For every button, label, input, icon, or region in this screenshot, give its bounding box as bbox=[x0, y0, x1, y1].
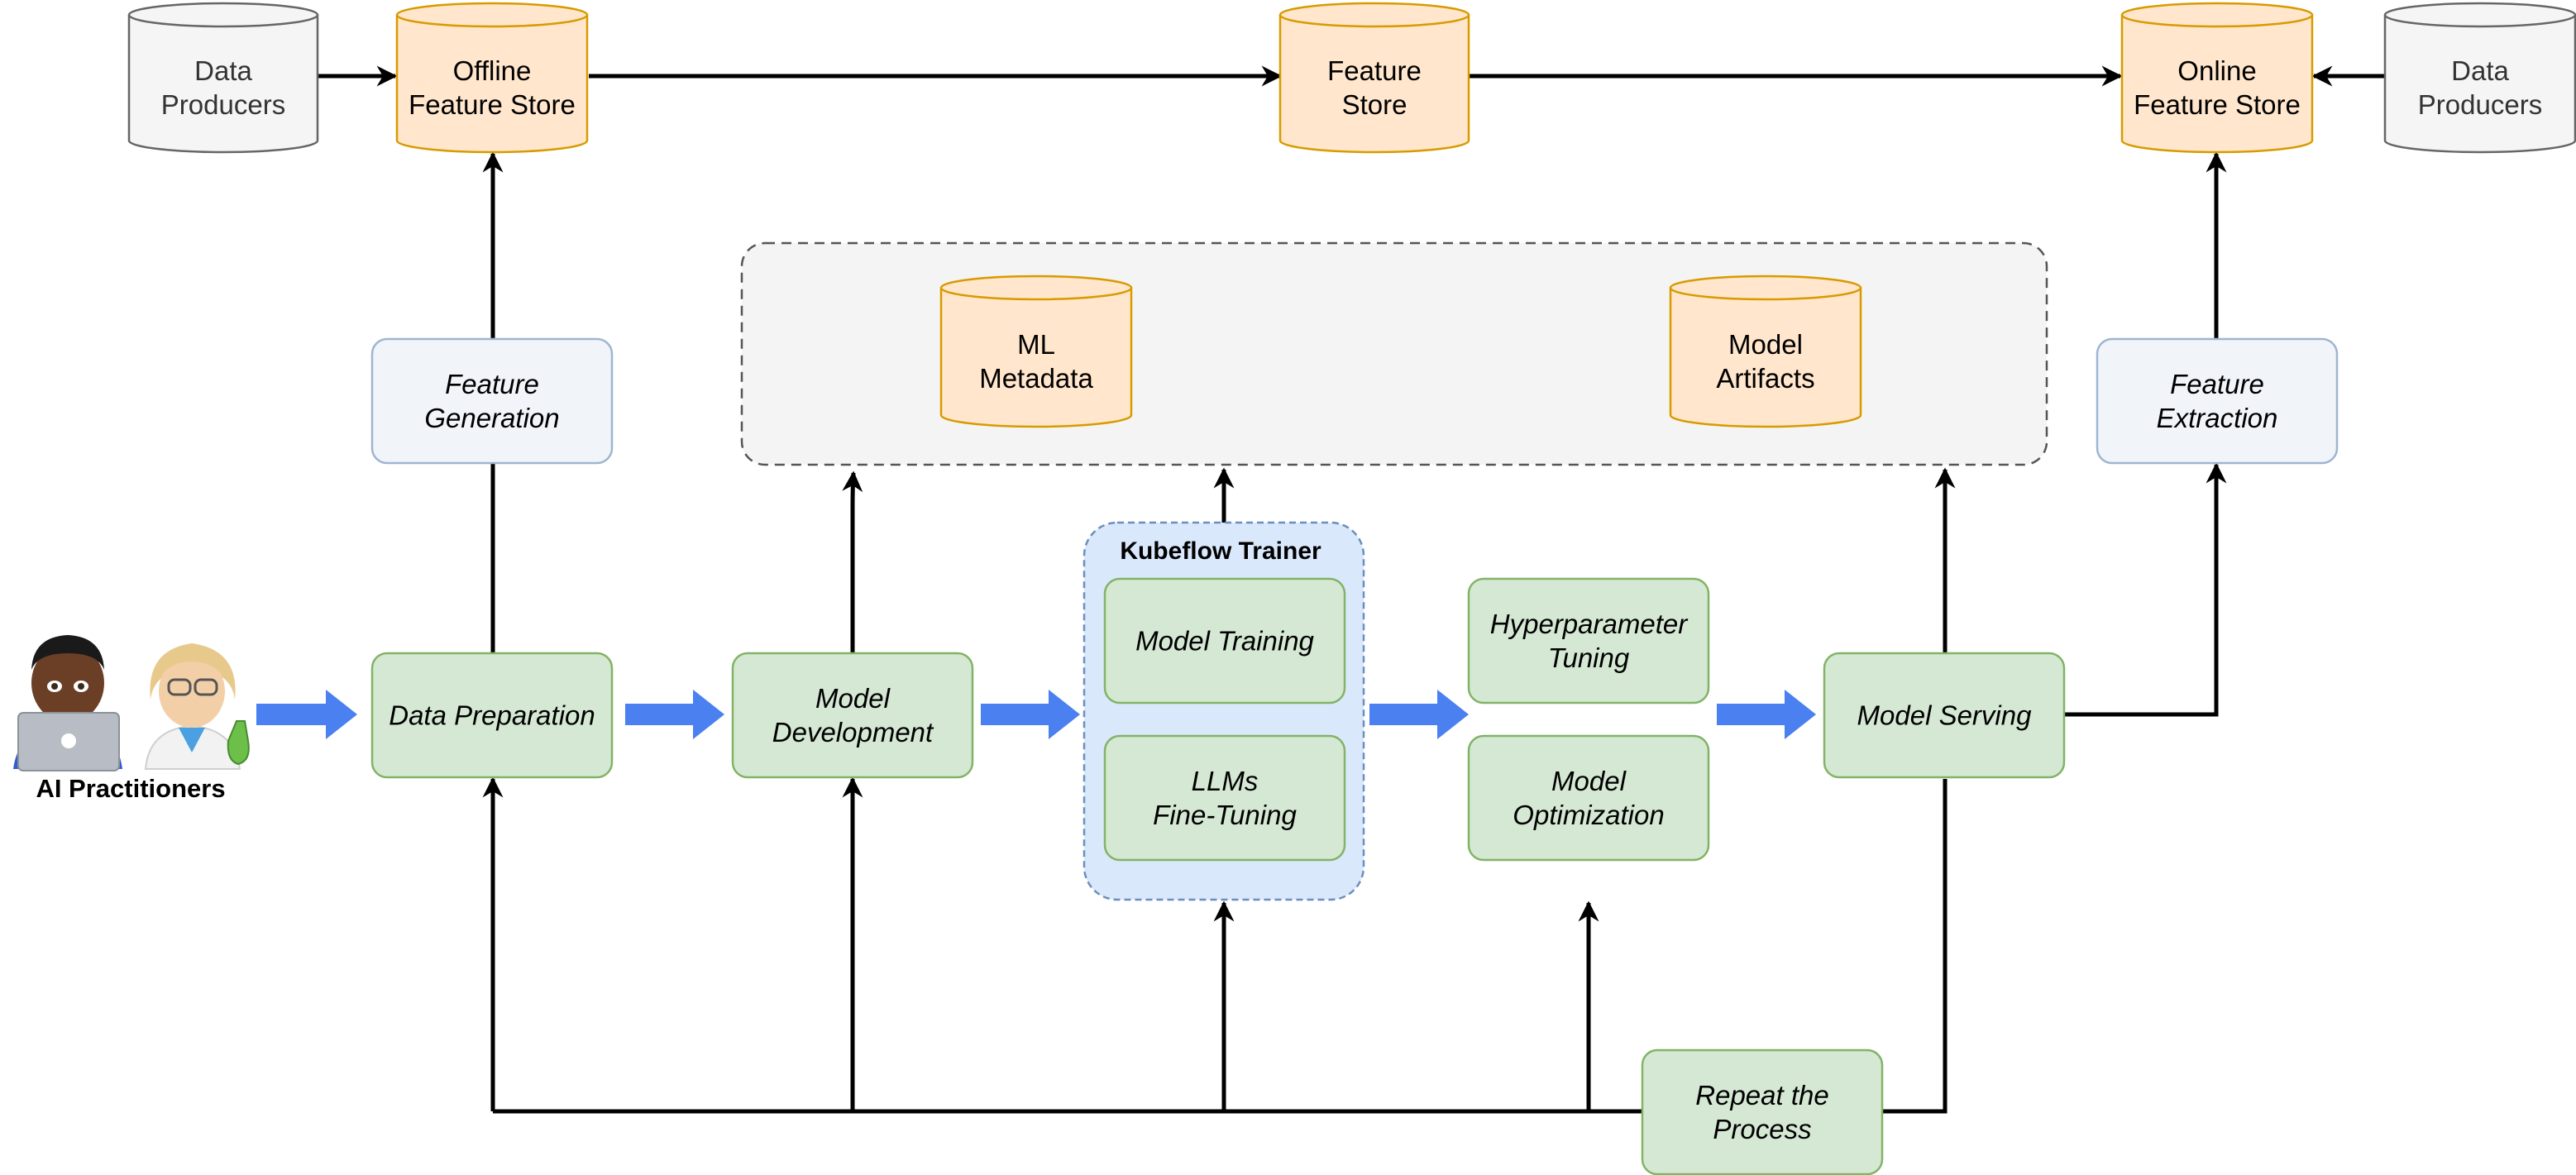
connector-serving-to-repeat bbox=[1881, 779, 1948, 1114]
ml-metadata-label-line: ML bbox=[1017, 329, 1055, 360]
data-preparation-label-line: Data Preparation bbox=[389, 700, 595, 731]
connectors bbox=[318, 65, 2385, 1114]
llms-fine-tuning-label-line: LLMs bbox=[1192, 766, 1259, 796]
llms-fine-tuning-label-line: Fine-Tuning bbox=[1153, 800, 1297, 830]
model-development-label-line: Model bbox=[815, 683, 891, 714]
model-serving-box: Model Serving bbox=[1823, 652, 2066, 779]
model-training-box: Model Training bbox=[1103, 577, 1346, 705]
model-development-label-line: Development bbox=[772, 717, 934, 748]
kubeflow-trainer-title: Kubeflow Trainer bbox=[1120, 537, 1321, 565]
online-feature-store-label-line: Online bbox=[2177, 55, 2256, 86]
data-producers-left-label-line: Producers bbox=[161, 89, 285, 120]
ml-metadata-label-line: Metadata bbox=[979, 363, 1093, 394]
flow-arrow-practitioners-to-prep bbox=[256, 690, 357, 739]
flow-arrows bbox=[256, 690, 1816, 739]
ai-practitioners-label: AI Practitioners bbox=[36, 774, 225, 803]
data-preparation-box: Data Preparation bbox=[370, 652, 614, 779]
flow-arrow-dev-to-trainer bbox=[981, 690, 1080, 739]
model-training-label-line: Model Training bbox=[1135, 626, 1314, 657]
flow-arrow-trainer-to-tuning bbox=[1369, 690, 1469, 739]
feature-generation-label-line: Generation bbox=[424, 403, 559, 433]
online-feature-store-label-line: Feature Store bbox=[2134, 89, 2301, 120]
model-artifacts-label-line: Model bbox=[1728, 329, 1803, 360]
feature-extraction-label-line: Feature bbox=[2170, 369, 2264, 399]
ai-practitioners: AI Practitioners bbox=[13, 635, 250, 803]
scientist-emoji-icon bbox=[144, 643, 250, 770]
feature-generation-label-line: Feature bbox=[445, 369, 539, 399]
offline-feature-store-label-line: Feature Store bbox=[409, 89, 576, 120]
hyperparameter-tuning-label-line: Hyperparameter bbox=[1490, 609, 1689, 639]
model-serving-label-line: Model Serving bbox=[1857, 700, 2033, 731]
feature-extraction-label-line: Extraction bbox=[2157, 403, 2278, 433]
data-producers-left-label-line: Data bbox=[194, 55, 252, 86]
data-producers-right-label-line: Producers bbox=[2418, 89, 2542, 120]
model-optimization-label-line: Model bbox=[1551, 766, 1627, 796]
model-optimization-label-line: Optimization bbox=[1513, 800, 1664, 830]
connector-serving-to-feature-extraction bbox=[2064, 462, 2227, 717]
flow-arrow-tuning-to-serving bbox=[1717, 690, 1816, 739]
data-producers-right-label-line: Data bbox=[2451, 55, 2509, 86]
model-artifacts-label-line: Artifacts bbox=[1716, 363, 1814, 394]
flow-arrow-prep-to-dev bbox=[625, 690, 724, 739]
repeat-the-process-label-line: Process bbox=[1713, 1114, 1811, 1144]
developer-emoji-icon bbox=[13, 635, 122, 771]
hyperparameter-tuning-label-line: Tuning bbox=[1548, 642, 1630, 673]
repeat-the-process-label-line: Repeat the bbox=[1695, 1080, 1828, 1111]
feature-store-label-line: Store bbox=[1342, 89, 1407, 120]
offline-feature-store-label-line: Offline bbox=[453, 55, 532, 86]
feature-store-label-line: Feature bbox=[1327, 55, 1422, 86]
